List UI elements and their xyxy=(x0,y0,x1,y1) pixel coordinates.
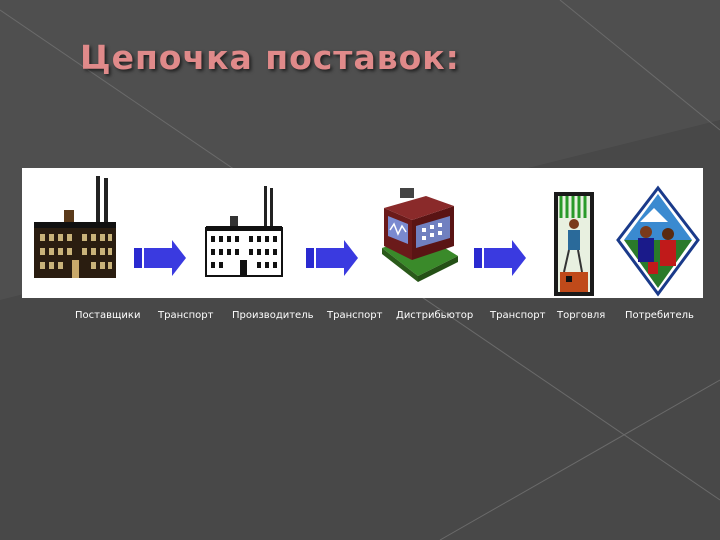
consumer-icon xyxy=(616,185,700,297)
factory-icon xyxy=(205,186,283,277)
arrow-right-icon xyxy=(474,240,526,276)
slide-title: Цепочка поставок: xyxy=(80,38,460,77)
chain-labels: Поставщики Транспорт Производитель Транс… xyxy=(0,310,720,326)
label-suppliers: Поставщики xyxy=(75,310,141,321)
label-manufacturer: Производитель xyxy=(232,310,314,321)
shop-window-icon xyxy=(554,192,594,296)
label-transport-2: Транспорт xyxy=(327,310,383,321)
label-transport-1: Транспорт xyxy=(158,310,214,321)
label-distributor: Дистрибьютор xyxy=(396,310,474,321)
label-consumer: Потребитель xyxy=(625,310,694,321)
supply-chain-panel xyxy=(22,168,703,298)
label-transport-3: Транспорт xyxy=(490,310,546,321)
warehouse-icon xyxy=(382,188,458,282)
factory-icon xyxy=(34,176,116,278)
label-retail: Торговля xyxy=(557,310,606,321)
arrow-right-icon xyxy=(306,240,358,276)
arrow-right-icon xyxy=(134,240,186,276)
